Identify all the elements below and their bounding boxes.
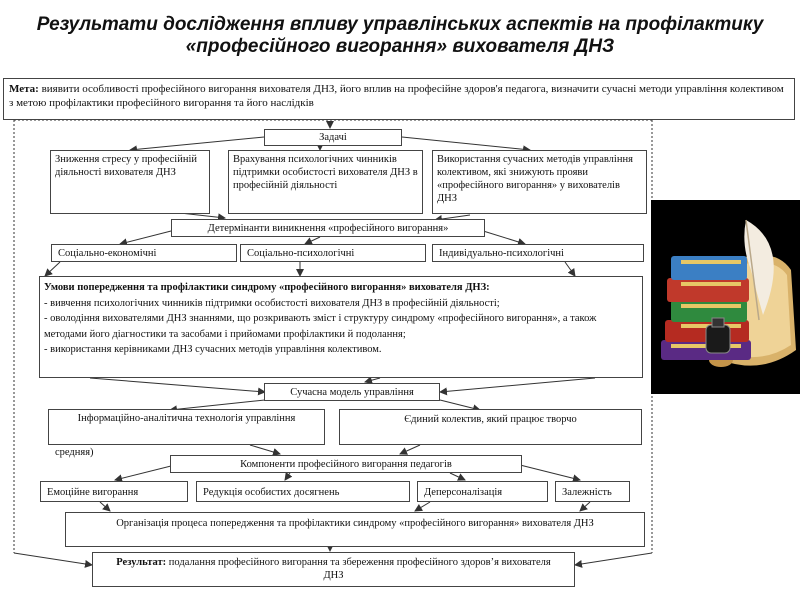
- arrow-prev-model: [90, 378, 265, 392]
- arrow-prev-model-2: [365, 378, 380, 382]
- arrow-info-comp: [250, 445, 280, 454]
- result-label: Результат:: [116, 557, 166, 568]
- determinants-header: Детермінанти виникнення «професійного ви…: [171, 219, 485, 237]
- arrow-comp-addiction: [520, 465, 580, 480]
- model-united-team: Єдиний колектив, який працює творчо: [339, 409, 642, 445]
- arrow-tasks-task3: [402, 137, 530, 150]
- goal-text: виявити особливості професійного вигоран…: [9, 83, 784, 109]
- arrow-det-socioecon: [120, 230, 175, 244]
- result-text: подалання професійного вигорання та збер…: [166, 557, 551, 581]
- prevention-line-3: - використання керівниками ДНЗ сучасних …: [44, 342, 638, 358]
- arrow-det-indiv: [480, 230, 525, 244]
- books-quill-scroll-icon: [651, 200, 800, 394]
- task-psychological-factors: Врахування психологічних чинників підтри…: [228, 150, 423, 214]
- goal-label: Мета:: [9, 83, 39, 95]
- component-reduction: Редукція особистих досягнень: [196, 481, 410, 502]
- arrow-tasks-task1: [130, 137, 264, 150]
- stray-text: средняя): [55, 446, 94, 459]
- model-info-analytic: Інформаційно-аналітична технологія управ…: [48, 409, 325, 445]
- determinant-individual-psychological: Індивідуально-психологічні: [432, 244, 644, 262]
- component-addiction: Залежність: [555, 481, 630, 502]
- arrow-emotional-org: [100, 502, 110, 511]
- arrow-frame-left-result: [14, 553, 92, 565]
- result-box: Результат: подалання професійного вигора…: [92, 552, 575, 587]
- arrow-indiv-prev: [565, 262, 575, 276]
- determinant-socioeconomic: Соціально-економічні: [51, 244, 237, 262]
- arrow-depers-org: [415, 502, 430, 511]
- components-header: Компоненти професійного вигорання педаго…: [170, 455, 522, 473]
- prevention-line-2: - оволодіння вихователями ДНЗ знаннями, …: [44, 311, 638, 342]
- arrow-addiction-org: [580, 502, 590, 511]
- arrow-socioecon-prev: [45, 262, 60, 276]
- prevention-title: Умови попередження та профілактики синдр…: [44, 280, 638, 296]
- arrow-team-comp: [400, 445, 420, 454]
- arrow-comp-depers: [450, 473, 465, 480]
- arrow-comp-reduction: [285, 473, 290, 480]
- tasks-header: Задачі: [264, 129, 402, 146]
- arrow-prev-model-3: [440, 378, 595, 392]
- arrow-frame-right-result: [575, 553, 652, 565]
- arrow-comp-emotional: [115, 465, 175, 480]
- component-depersonalization: Деперсоналізація: [417, 481, 548, 502]
- task-modern-methods: Використання сучасних методів управління…: [432, 150, 647, 214]
- determinant-sociopsychological: Соціально-психологічні: [240, 244, 426, 262]
- organization-box: Організація процеса попередження та проф…: [65, 512, 645, 547]
- task-stress-reduction: Зниження стресу у професійній діяльності…: [50, 150, 210, 214]
- component-emotional-burnout: Емоційне вигорання: [40, 481, 188, 502]
- management-model-header: Сучасна модель управління: [264, 383, 440, 401]
- prevention-conditions-box: Умови попередження та профілактики синдр…: [39, 276, 643, 378]
- prevention-line-1: - вивчення психологічних чинників підтри…: [44, 296, 638, 312]
- arrow-det-sociopsy: [305, 237, 320, 244]
- goal-box: Мета: виявити особливості професійного в…: [3, 78, 795, 120]
